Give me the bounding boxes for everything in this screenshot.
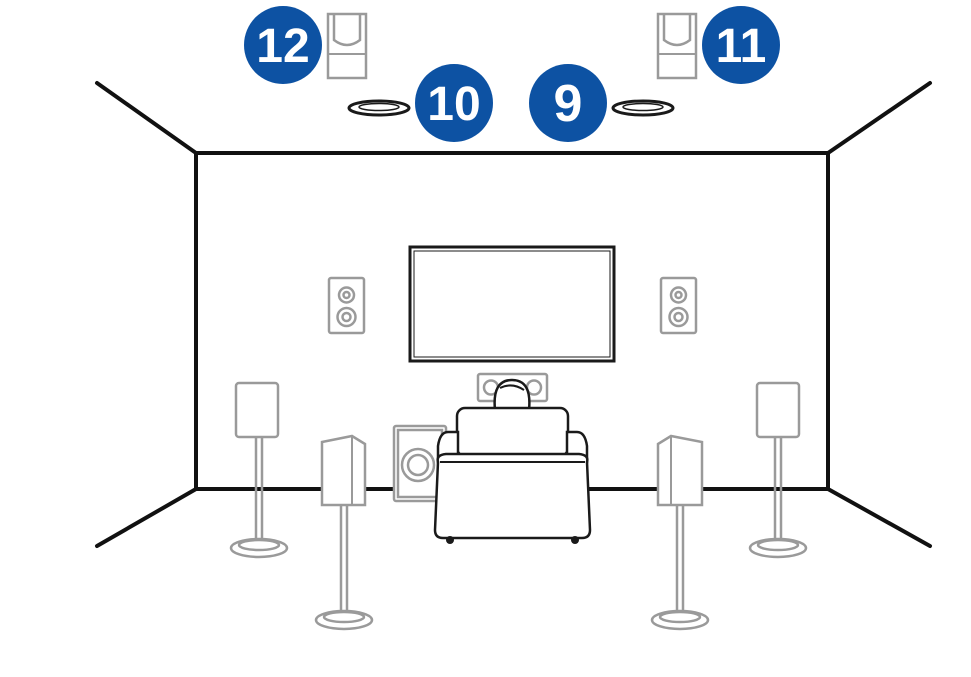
front-right-speaker	[659, 276, 698, 335]
badge-11: 11	[702, 6, 780, 84]
badge-11-label: 11	[716, 20, 767, 73]
height-left-speaker	[326, 12, 368, 80]
badge-9-label: 9	[554, 75, 583, 133]
surround-right-speaker	[748, 381, 808, 559]
badge-10-circle	[415, 64, 493, 142]
floor-edge-left	[95, 487, 198, 548]
front-left-speaker	[327, 276, 366, 335]
surround-left-speaker	[229, 381, 289, 559]
listener-couch	[433, 378, 592, 544]
ceiling-edge-right	[826, 81, 932, 155]
ceiling-left-speaker	[347, 99, 411, 117]
surround-back-right-speaker	[650, 434, 710, 631]
surround-back-left-speaker	[314, 434, 374, 631]
ceiling-edge-left	[95, 81, 198, 155]
badge-9-circle	[529, 64, 607, 142]
floor-edge-right	[826, 487, 932, 548]
badge-12-circle	[244, 6, 322, 84]
badge-10: 10	[415, 64, 493, 142]
tv-screen	[408, 245, 616, 363]
badge-11-circle	[702, 6, 780, 84]
badge-12: 12	[244, 6, 322, 84]
badge-12-label: 12	[256, 20, 309, 73]
badge-10-label: 10	[427, 78, 480, 131]
ceiling-right-speaker	[611, 99, 675, 117]
badge-9: 9	[529, 64, 607, 142]
height-right-speaker	[656, 12, 698, 80]
